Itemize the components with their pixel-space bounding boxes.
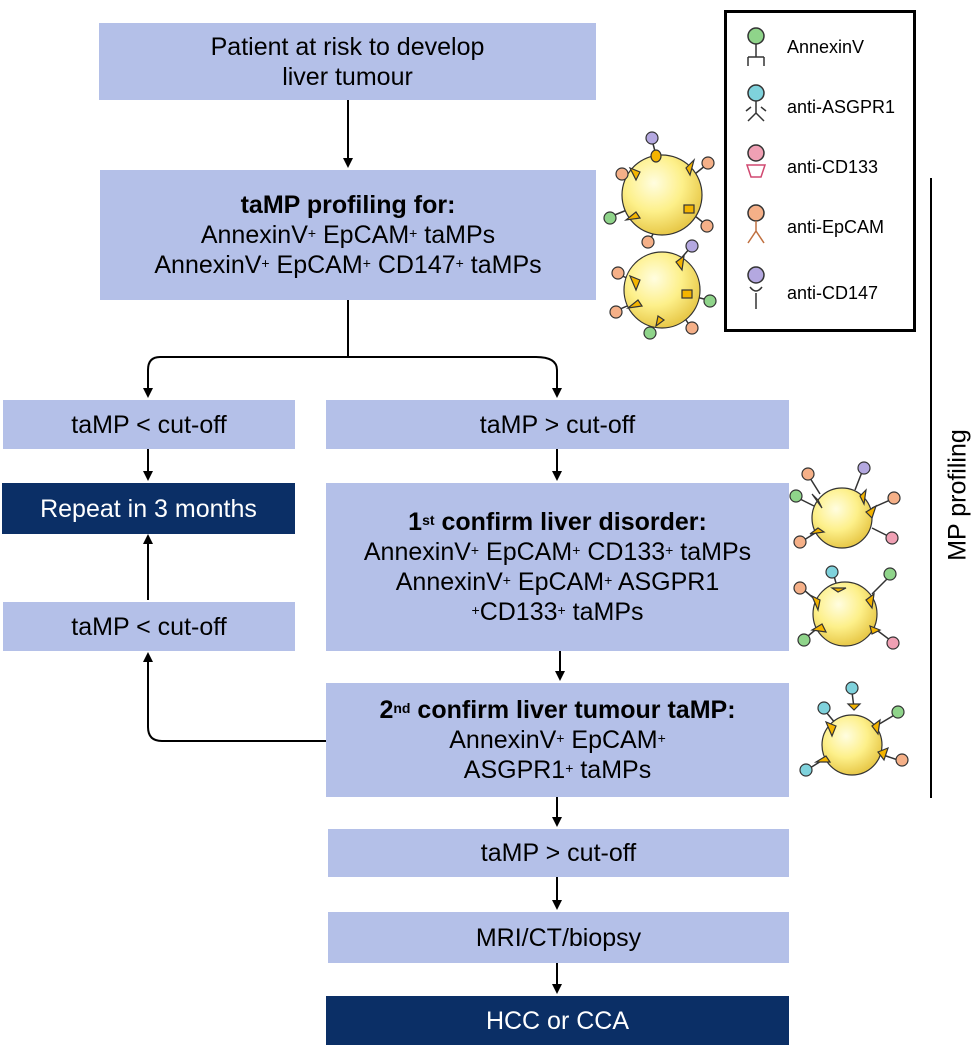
patient-line2: liver tumour xyxy=(282,62,413,91)
legend-label-anti-epcam: anti-EpCAM xyxy=(787,217,885,237)
confirm1-line2: AnnexinV+ EpCAM+ ASGPR1 xyxy=(395,568,720,596)
result-label: HCC or CCA xyxy=(485,1006,630,1035)
legend-icons xyxy=(745,27,767,309)
anti-cd133-icon xyxy=(745,144,767,178)
above-cutoff-bottom-label: taMP > cut-off xyxy=(480,839,637,867)
confirm1-box: 1st confirm liver disorder: AnnexinV+ Ep… xyxy=(326,483,789,651)
below-cutoff-bottom-label: taMP < cut-off xyxy=(71,612,227,641)
profiling-box: taMP profiling for: AnnexinV+ EpCAM+ taM… xyxy=(100,170,596,300)
arrow-confirm2-to-below xyxy=(143,652,326,742)
repeat-label: Repeat in 3 months xyxy=(40,494,257,523)
profiling-title: taMP profiling for: xyxy=(240,191,456,219)
below-cutoff-bottom-box: taMP < cut-off xyxy=(3,602,295,651)
anti-epcam-icon xyxy=(747,204,765,244)
mp-profiling-bracket xyxy=(930,178,932,798)
patient-box: Patient at risk to develop liver tumour xyxy=(99,23,596,100)
legend-label-anti-cd133: anti-CD133 xyxy=(787,157,879,177)
above-cutoff-top-label: taMP > cut-off xyxy=(479,410,636,439)
confirm1-title: 1st confirm liver disorder: xyxy=(408,508,707,536)
anti-asgpr1-icon xyxy=(745,84,767,122)
branch-line xyxy=(160,300,536,358)
anti-cd147-icon xyxy=(747,266,765,309)
profiling-line1: AnnexinV+ EpCAM+ taMPs xyxy=(200,221,496,249)
below-cutoff-top-box: taMP < cut-off xyxy=(3,400,295,449)
confirm2-line2: ASGPR1+ taMPs xyxy=(463,756,652,784)
legend: AnnexinV anti-ASGPR1 anti-CD133 anti-EpC… xyxy=(724,10,916,332)
legend-label-annexinv: AnnexinV xyxy=(787,37,865,57)
confirm1-line1: AnnexinV+ EpCAM+ CD133+ taMPs xyxy=(363,538,752,566)
arrow-to-below-cutoff xyxy=(143,356,161,398)
confirm2-title: 2nd confirm liver tumour taMP: xyxy=(379,696,736,724)
confirm1-line3: +CD133+ taMPs xyxy=(471,598,644,626)
imaging-box: MRI/CT/biopsy xyxy=(328,912,789,963)
legend-label-anti-asgpr1: anti-ASGPR1 xyxy=(787,97,896,117)
above-cutoff-bottom-box: taMP > cut-off xyxy=(328,829,789,877)
below-cutoff-top-label: taMP < cut-off xyxy=(71,410,227,439)
arrow-to-above-cutoff xyxy=(535,356,562,398)
mp-profiling-label: MP profiling xyxy=(943,429,972,561)
legend-label-anti-cd147: anti-CD147 xyxy=(787,283,879,303)
confirm2-box: 2nd confirm liver tumour taMP: AnnexinV+… xyxy=(326,683,789,797)
confirm2-line1: AnnexinV+ EpCAM+ xyxy=(449,726,666,754)
imaging-label: MRI/CT/biopsy xyxy=(475,923,642,952)
repeat-box: Repeat in 3 months xyxy=(2,483,295,534)
result-box: HCC or CCA xyxy=(326,996,789,1045)
annexinv-icon xyxy=(747,27,765,66)
above-cutoff-top-box: taMP > cut-off xyxy=(326,400,789,449)
patient-line1: Patient at risk to develop xyxy=(210,32,485,61)
profiling-line2: AnnexinV+ EpCAM+ CD147+ taMPs xyxy=(154,251,542,279)
